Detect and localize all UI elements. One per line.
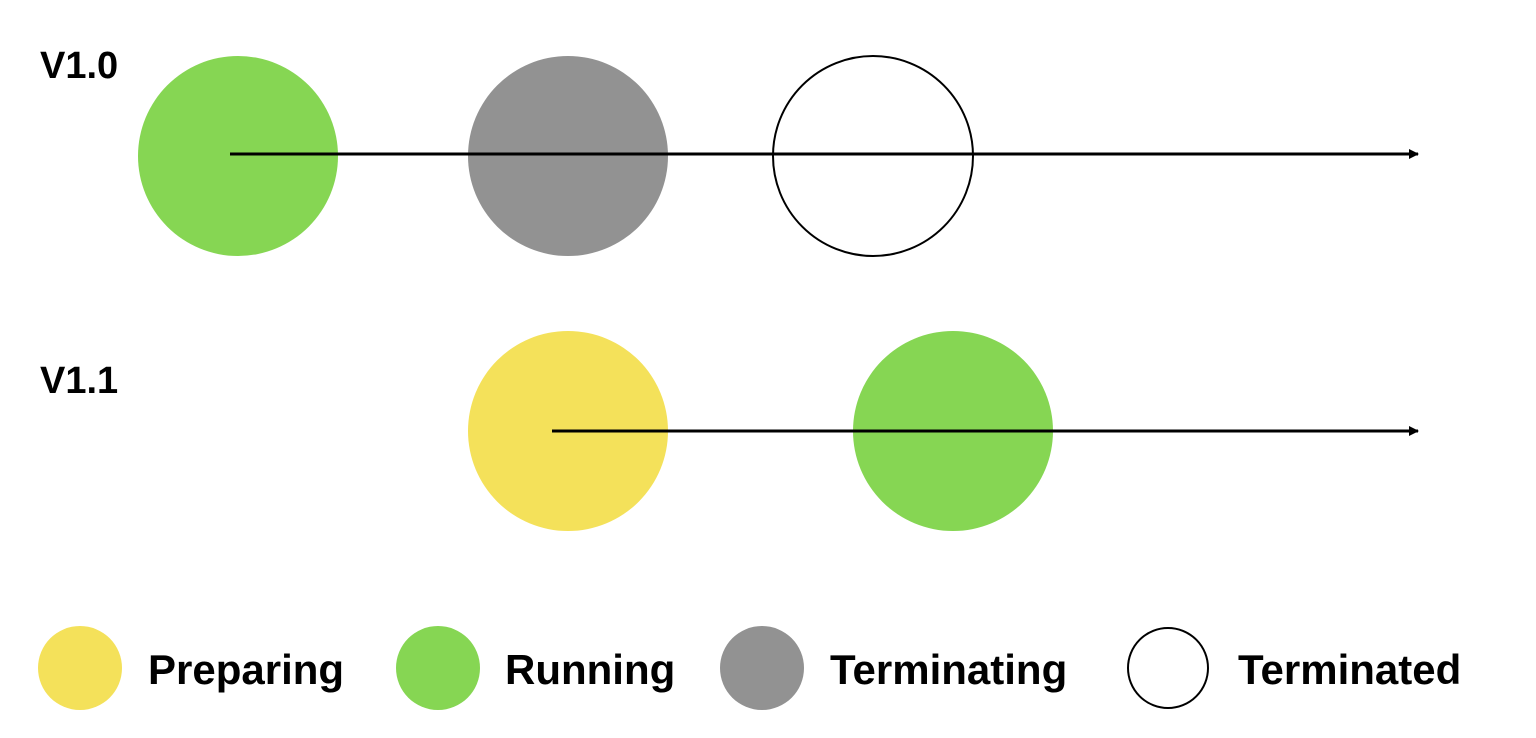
legend-terminated-label: Terminated	[1238, 646, 1461, 693]
legend-running-label: Running	[505, 646, 675, 693]
legend: Preparing Running Terminating Terminated	[38, 626, 1461, 710]
version-label-v1-0: V1.0	[40, 45, 118, 87]
v1-0-terminating-state-circle	[468, 56, 668, 256]
legend-terminated-swatch	[1127, 627, 1209, 709]
legend-running-swatch	[396, 626, 480, 710]
legend-terminating-label: Terminating	[830, 646, 1067, 693]
v1-0-terminated-state-circle	[772, 55, 974, 257]
legend-preparing-label: Preparing	[148, 646, 344, 693]
v1-0-running-state-circle	[138, 56, 338, 256]
legend-terminating-swatch	[720, 626, 804, 710]
version-label-v1-1: V1.1	[40, 360, 118, 402]
legend-preparing-swatch	[38, 626, 122, 710]
